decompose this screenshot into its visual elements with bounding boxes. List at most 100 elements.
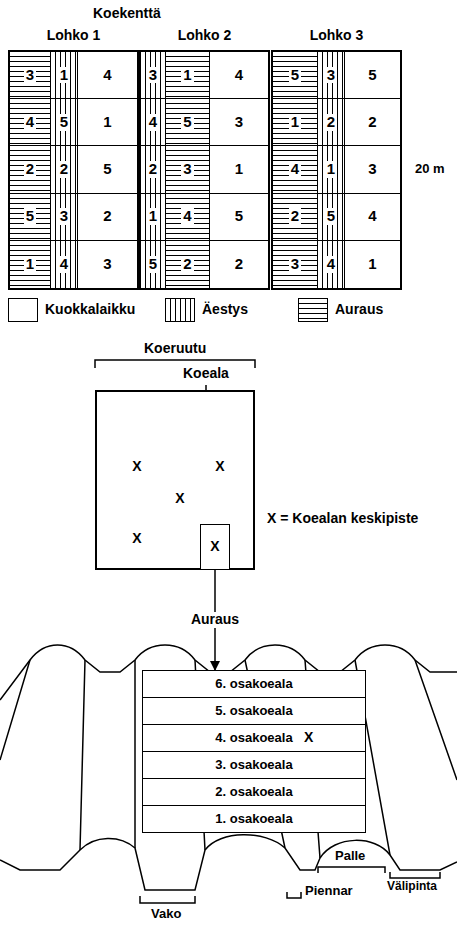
treatment-number: 5 [325,208,337,225]
sub-plot-strip: 5. osakoeala [142,697,366,725]
callout-label: Koeala [182,366,230,381]
plot-cell: 5 [10,194,51,241]
treatment-number: 3 [181,161,193,178]
x-mark: X [215,459,224,474]
plot-cell: 4 [273,146,318,193]
treatment-number: 5 [366,67,378,84]
plot-cell: 5 [318,194,345,241]
plot-cell: 1 [318,146,345,193]
dimension: 20 m [414,162,446,176]
plot-cell: 1 [78,99,137,146]
treatment-number: 4 [366,208,378,225]
part-label: Vako [150,907,182,921]
vako-bracket [140,896,195,903]
plot-cell: 2 [51,146,78,193]
plot-cell: 2 [273,194,318,241]
treatment-number: 3 [24,67,36,84]
treatment-number: 5 [24,208,36,225]
sub-plot-strip: 2. osakoeala [142,778,366,806]
plot-cell: 4 [345,194,400,241]
treatment-number: 3 [289,256,301,273]
plot-cell: 5 [51,99,78,146]
treatment-number: 4 [325,256,337,273]
plot-cell: 5 [345,52,400,99]
treatment-number: 2 [24,161,36,178]
treatment-number: 3 [147,67,159,84]
plot-cell: 5 [141,241,166,288]
strip-label: 4. osakoeala [215,731,292,745]
legend-label: Kuokkalaikku [44,302,136,317]
plot-cell: 2 [210,241,268,288]
field-block: Lohko 3535122413254341 [271,50,402,290]
strip-label: 5. osakoeala [215,704,292,718]
part-label: Piennar [304,884,354,898]
treatment-number: 5 [233,208,245,225]
treatment-number: 5 [181,114,193,131]
plot-cell: 5 [273,52,318,99]
treatment-number: 5 [147,256,159,273]
treatment-number: 5 [58,114,70,131]
plot-cell: 3 [273,241,318,288]
strip-label: 1. osakoeala [215,812,292,826]
plot-cell: 1 [210,146,268,193]
plot-cell: 1 [51,52,78,99]
x-mark: X [175,491,184,506]
treatment-number: 1 [233,161,245,178]
treatment-number: 2 [233,256,245,273]
plot-cell: 3 [51,194,78,241]
treatment-number: 2 [289,208,301,225]
plot-cell: 4 [78,52,137,99]
plot-cell: 3 [141,52,166,99]
plot-cell: 4 [10,99,51,146]
treatment-number: 2 [181,256,193,273]
plot-cell: 4 [51,241,78,288]
treatment-number: 1 [366,256,378,273]
plot-cell: 3 [345,146,400,193]
test-square: X X X X X [95,390,255,570]
plot-cell: 2 [78,194,137,241]
sub-plot-strip: 4. osakoeala [142,724,366,752]
plot-cell: 4 [141,99,166,146]
treatment-number: 3 [101,256,113,273]
legend-label: Auraus [334,302,384,317]
plot-cell: 1 [273,99,318,146]
treatment-number: 1 [325,161,337,178]
legend-swatch [298,298,328,322]
plot-cell: 1 [345,241,400,288]
sub-plot-strip: 1. osakoeala [142,805,366,833]
treatment-number: 1 [101,114,113,131]
legend-swatch [165,298,195,322]
plot-cell: 3 [210,99,268,146]
treatment-number: 4 [289,161,301,178]
x-mark: X [132,459,141,474]
block-label: Lohko 2 [141,28,268,43]
plot-cell: 2 [318,99,345,146]
block-label: Lohko 3 [273,28,400,43]
plot-cell: 3 [78,241,137,288]
sub-plot-strip: 3. osakoeala [142,751,366,779]
plot-cell: 2 [10,146,51,193]
treatment-number: 4 [233,67,245,84]
piennar-bracket [287,892,301,898]
treatment-number: 2 [366,114,378,131]
field-block: Lohko 1314451225532143 [8,50,139,290]
part-label: Välipinta [386,880,438,893]
plot-cell: 4 [318,241,345,288]
ridge-far-profile [0,645,457,700]
plot-bracket [95,360,255,368]
treatment-number: 3 [366,161,378,178]
treatment-number: 1 [289,114,301,131]
x-mark: X [132,531,141,546]
sub-plot-strip: 6. osakoeala [142,670,366,698]
treatment-number: 1 [181,67,193,84]
treatment-number: 1 [58,67,70,84]
plot-cell: 5 [78,146,137,193]
ridge-lines [0,660,457,858]
x-mark: X [303,730,314,745]
key-note: X = Koealan keskipiste [266,511,419,526]
x-mark: X [210,539,219,554]
plot-cell: 5 [210,194,268,241]
bracket-label: Koeruutu [143,341,207,356]
part-label: Palle [334,849,366,863]
treatment-number: 4 [181,208,193,225]
